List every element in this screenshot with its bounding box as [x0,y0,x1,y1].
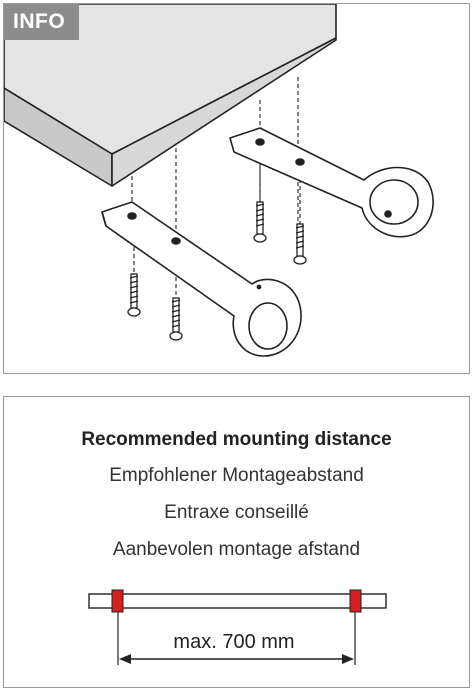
info-label: INFO [13,10,66,33]
title-dutch: Aanbevolen montage afstand [112,539,361,560]
left-bracket-marker [111,589,124,613]
bracket-illustration [229,127,434,238]
installation-illustration [4,4,434,357]
title-french: Entraxe conseillé [164,502,309,523]
right-bracket-marker [349,589,362,613]
title-english: Recommended mounting distance [81,429,392,450]
installation-illustration-panel: INFO [3,3,470,374]
curtain-rod-diagram [88,589,387,665]
mounting-distance-panel: Recommended mounting distance Empfohlene… [3,396,470,688]
bracket-illustration [101,201,302,357]
shelf-illustration [4,4,337,187]
info-tab: INFO [4,4,79,40]
rod-bar [88,593,387,609]
screw-illustration [127,201,307,341]
distance-label: max. 700 mm [173,631,295,653]
dimension-arrow [119,654,354,664]
title-german: Empfohlener Montageabstand [109,465,364,486]
